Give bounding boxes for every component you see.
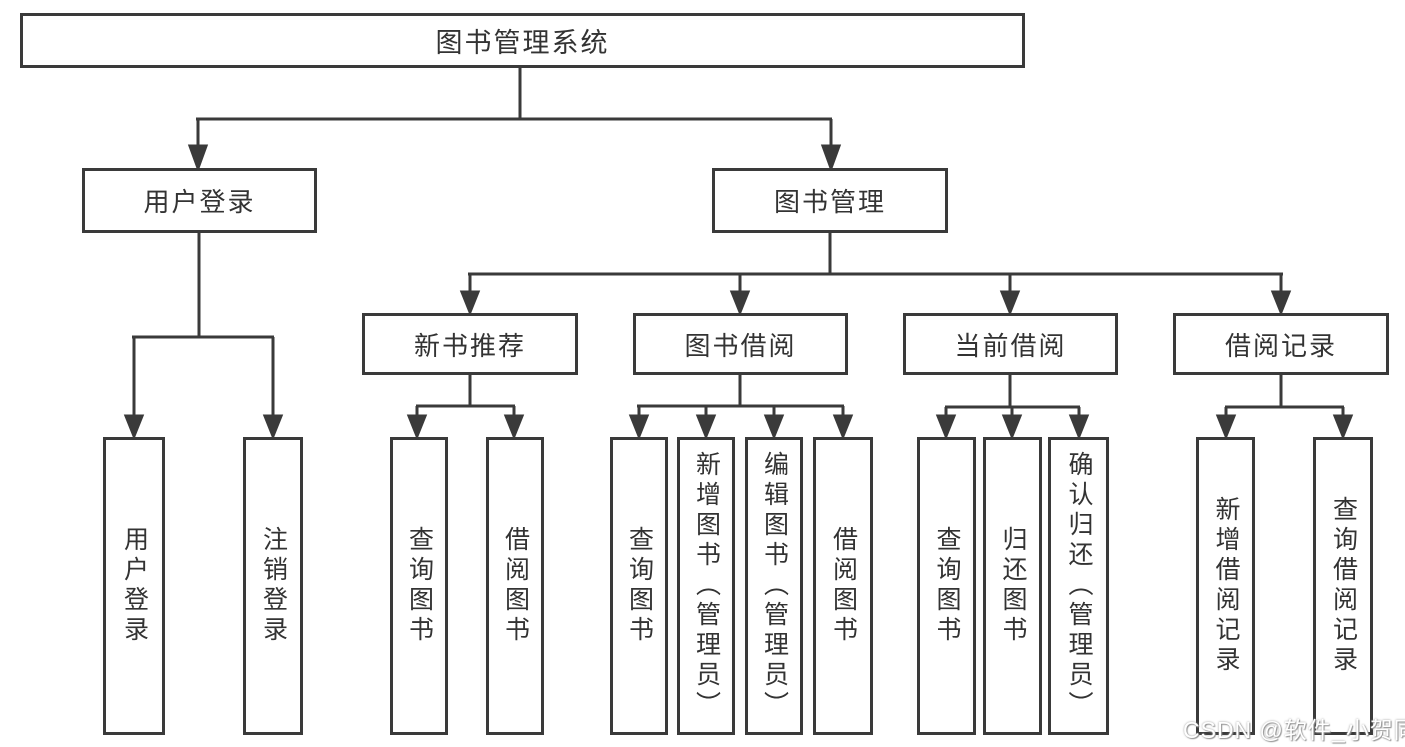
node-user-login-branch: 用户登录 bbox=[82, 168, 317, 233]
arrow-icon bbox=[1270, 290, 1292, 317]
arrow-icon bbox=[187, 144, 209, 173]
leaf-query-borrow-record-label: 查询借阅记录 bbox=[1329, 496, 1358, 676]
arrow-icon bbox=[729, 290, 751, 317]
node-borrow-records-label: 借阅记录 bbox=[1224, 330, 1337, 361]
leaf-borrow-book-label: 借阅图书 bbox=[829, 526, 858, 646]
leaf-query-borrow-record: 查询借阅记录 bbox=[1313, 437, 1373, 735]
leaf-add-book-admin-label: 新增图书（管理员） bbox=[692, 451, 721, 721]
leaf-recommend-query-book: 查询图书 bbox=[390, 437, 448, 735]
leaf-recommend-borrow-book-label: 借阅图书 bbox=[501, 526, 530, 646]
leaf-current-query-book-label: 查询图书 bbox=[933, 526, 961, 646]
node-new-book-recommend-label: 新书推荐 bbox=[413, 330, 526, 361]
leaf-user-login-label: 用户登录 bbox=[120, 526, 149, 646]
arrow-icon bbox=[503, 414, 525, 441]
node-borrow-records: 借阅记录 bbox=[1173, 313, 1389, 375]
leaf-user-login: 用户登录 bbox=[103, 437, 165, 735]
leaf-confirm-return-admin: 确认归还（管理员） bbox=[1048, 437, 1109, 735]
node-current-borrow-label: 当前借阅 bbox=[954, 330, 1067, 361]
arrow-icon bbox=[763, 414, 785, 441]
leaf-edit-book-admin-label: 编辑图书（管理员） bbox=[760, 451, 789, 721]
node-root: 图书管理系统 bbox=[20, 13, 1025, 68]
arrow-icon bbox=[820, 144, 842, 173]
leaf-logout: 注销登录 bbox=[243, 437, 303, 735]
arrow-icon bbox=[262, 414, 284, 441]
arrow-icon bbox=[999, 290, 1021, 317]
connector-root-to-level2 bbox=[187, 68, 842, 173]
connector-user-login-branch bbox=[123, 233, 284, 441]
leaf-edit-book-admin: 编辑图书（管理员） bbox=[745, 437, 803, 735]
arrow-icon bbox=[695, 414, 717, 441]
arrow-icon bbox=[832, 414, 854, 441]
arrow-icon bbox=[1001, 414, 1023, 441]
arrow-icon bbox=[1332, 414, 1354, 441]
arrow-icon bbox=[1215, 414, 1237, 441]
arrow-icon bbox=[123, 414, 145, 441]
leaf-recommend-borrow-book: 借阅图书 bbox=[486, 437, 544, 735]
node-root-label: 图书管理系统 bbox=[435, 28, 610, 58]
leaf-current-query-book: 查询图书 bbox=[917, 437, 976, 735]
connector-borrow-records bbox=[1215, 375, 1354, 441]
arrow-icon bbox=[935, 414, 957, 441]
leaf-add-book-admin: 新增图书（管理员） bbox=[677, 437, 735, 735]
leaf-confirm-return-admin-label: 确认归还（管理员） bbox=[1065, 451, 1093, 721]
leaf-logout-label: 注销登录 bbox=[259, 526, 288, 646]
node-current-borrow: 当前借阅 bbox=[903, 313, 1118, 375]
csdn-watermark: CSDN @软件_小贺同学 bbox=[1183, 717, 1405, 743]
connector-book-management-to-sections bbox=[459, 233, 1292, 317]
node-book-borrow-label: 图书借阅 bbox=[684, 330, 797, 361]
connector-new-book-recommend bbox=[406, 375, 525, 441]
node-book-borrow: 图书借阅 bbox=[633, 313, 848, 375]
leaf-borrow-book: 借阅图书 bbox=[813, 437, 873, 735]
arrow-icon bbox=[628, 414, 650, 441]
leaf-return-book-label: 归还图书 bbox=[999, 526, 1027, 646]
connector-current-borrow bbox=[935, 375, 1090, 441]
leaf-recommend-query-book-label: 查询图书 bbox=[405, 526, 434, 646]
node-book-management: 图书管理 bbox=[712, 168, 948, 233]
arrow-icon bbox=[459, 290, 481, 317]
node-book-management-label: 图书管理 bbox=[773, 187, 886, 217]
leaf-borrow-query-book-label: 查询图书 bbox=[625, 526, 654, 646]
leaf-return-book: 归还图书 bbox=[983, 437, 1042, 735]
leaf-add-borrow-record-label: 新增借阅记录 bbox=[1212, 496, 1240, 676]
node-user-login-branch-label: 用户登录 bbox=[143, 187, 256, 217]
leaf-add-borrow-record: 新增借阅记录 bbox=[1196, 437, 1255, 735]
arrow-icon bbox=[406, 414, 428, 441]
arrow-icon bbox=[1068, 414, 1090, 441]
connector-book-borrow bbox=[628, 375, 854, 441]
node-new-book-recommend: 新书推荐 bbox=[362, 313, 578, 375]
leaf-borrow-query-book: 查询图书 bbox=[610, 437, 668, 735]
